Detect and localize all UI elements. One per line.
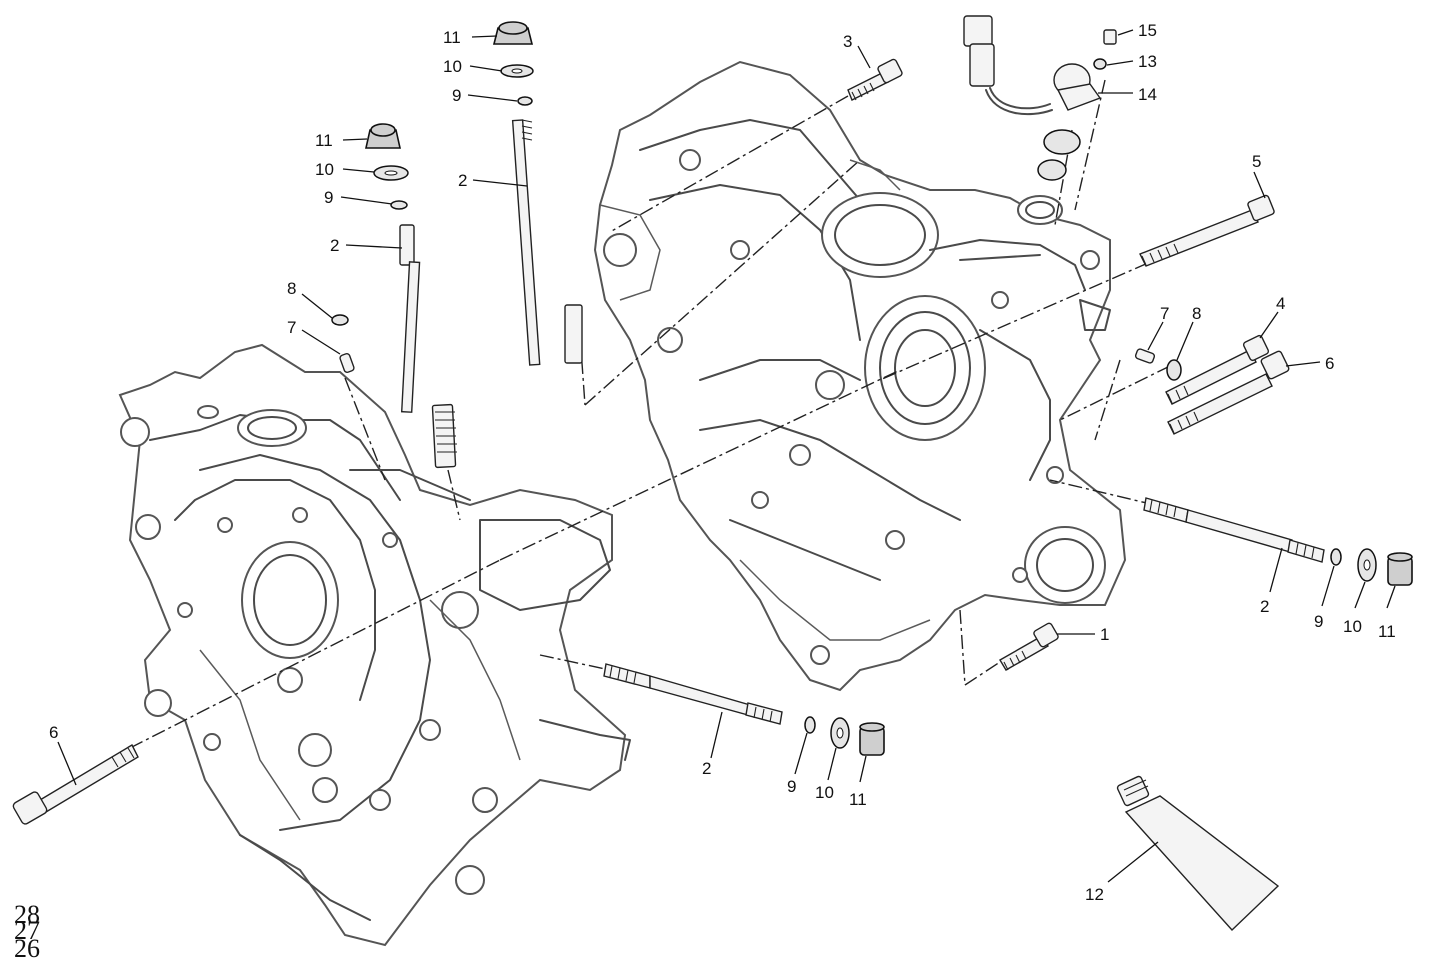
callout-6-right: 6 [1325,354,1334,373]
callout-13: 13 [1138,52,1157,71]
callout-9-lower-middle: 9 [787,777,796,796]
callout-6-left: 6 [49,723,58,742]
bolt-part-6-left [12,744,139,825]
bolt-part-4 [1165,334,1270,405]
callout-11-top-right: 11 [443,28,461,47]
callout-8-left: 8 [287,279,296,298]
sensor-assembly [963,15,1117,181]
callout-4: 4 [1276,294,1285,313]
assembly-centerlines [129,79,1171,749]
callout-10-top-right: 10 [443,57,462,76]
callout-12: 12 [1085,885,1104,904]
stud-lower-middle [603,663,783,725]
callout-leaders [57,29,1396,883]
stud-upper-right [511,119,583,366]
callout-15: 15 [1138,21,1157,40]
fastener-stack-bottom-middle [804,716,885,756]
callout-2-lower-right: 2 [1260,597,1269,616]
callout-9-lower-right: 9 [1314,612,1323,631]
page-mark-top: 28 [14,900,40,929]
bolt-part-1 [999,622,1059,671]
callout-10-top-left: 10 [315,160,334,179]
callout-7-left: 7 [287,318,296,337]
fastener-stack-lower-right [1330,548,1413,586]
callout-labels: 11 10 9 2 11 10 9 2 8 7 3 15 13 14 5 7 8… [49,21,1396,904]
fastener-stack-top-right [492,21,534,106]
callout-1: 1 [1100,625,1109,644]
dowel-seal-right [1134,348,1182,381]
callout-11-top-left: 11 [315,131,333,150]
callout-8-right: 8 [1192,304,1201,323]
callout-5: 5 [1252,152,1261,171]
callout-9-top-right: 9 [452,86,461,105]
callout-2-top-left: 2 [330,236,339,255]
left-crankcase-half [118,343,631,947]
stud-lower-right [1143,497,1325,563]
callout-11-lower-middle: 11 [849,790,867,809]
dowel-seal-left [331,314,355,374]
callout-10-lower-right: 10 [1343,617,1362,636]
callout-11-lower-right: 11 [1378,622,1396,641]
bolt-part-5 [1139,194,1275,267]
callout-9-top-left: 9 [324,188,333,207]
stud-upper-left [399,224,457,469]
right-crankcase-half [593,60,1127,692]
bolt-part-3 [847,58,903,101]
sealant-tube [1116,775,1280,932]
callout-14: 14 [1138,85,1157,104]
fastener-stack-top-left [365,123,409,210]
bolt-part-6-right [1167,350,1290,435]
callout-10-lower-middle: 10 [815,783,834,802]
callout-2-top-right: 2 [458,171,467,190]
callout-2-lower-middle: 2 [702,759,711,778]
page-mark-middle: 27 [14,916,40,945]
page-mark-bottom: 26 [14,934,40,963]
callout-7-right: 7 [1160,304,1169,323]
callout-3: 3 [843,32,852,51]
